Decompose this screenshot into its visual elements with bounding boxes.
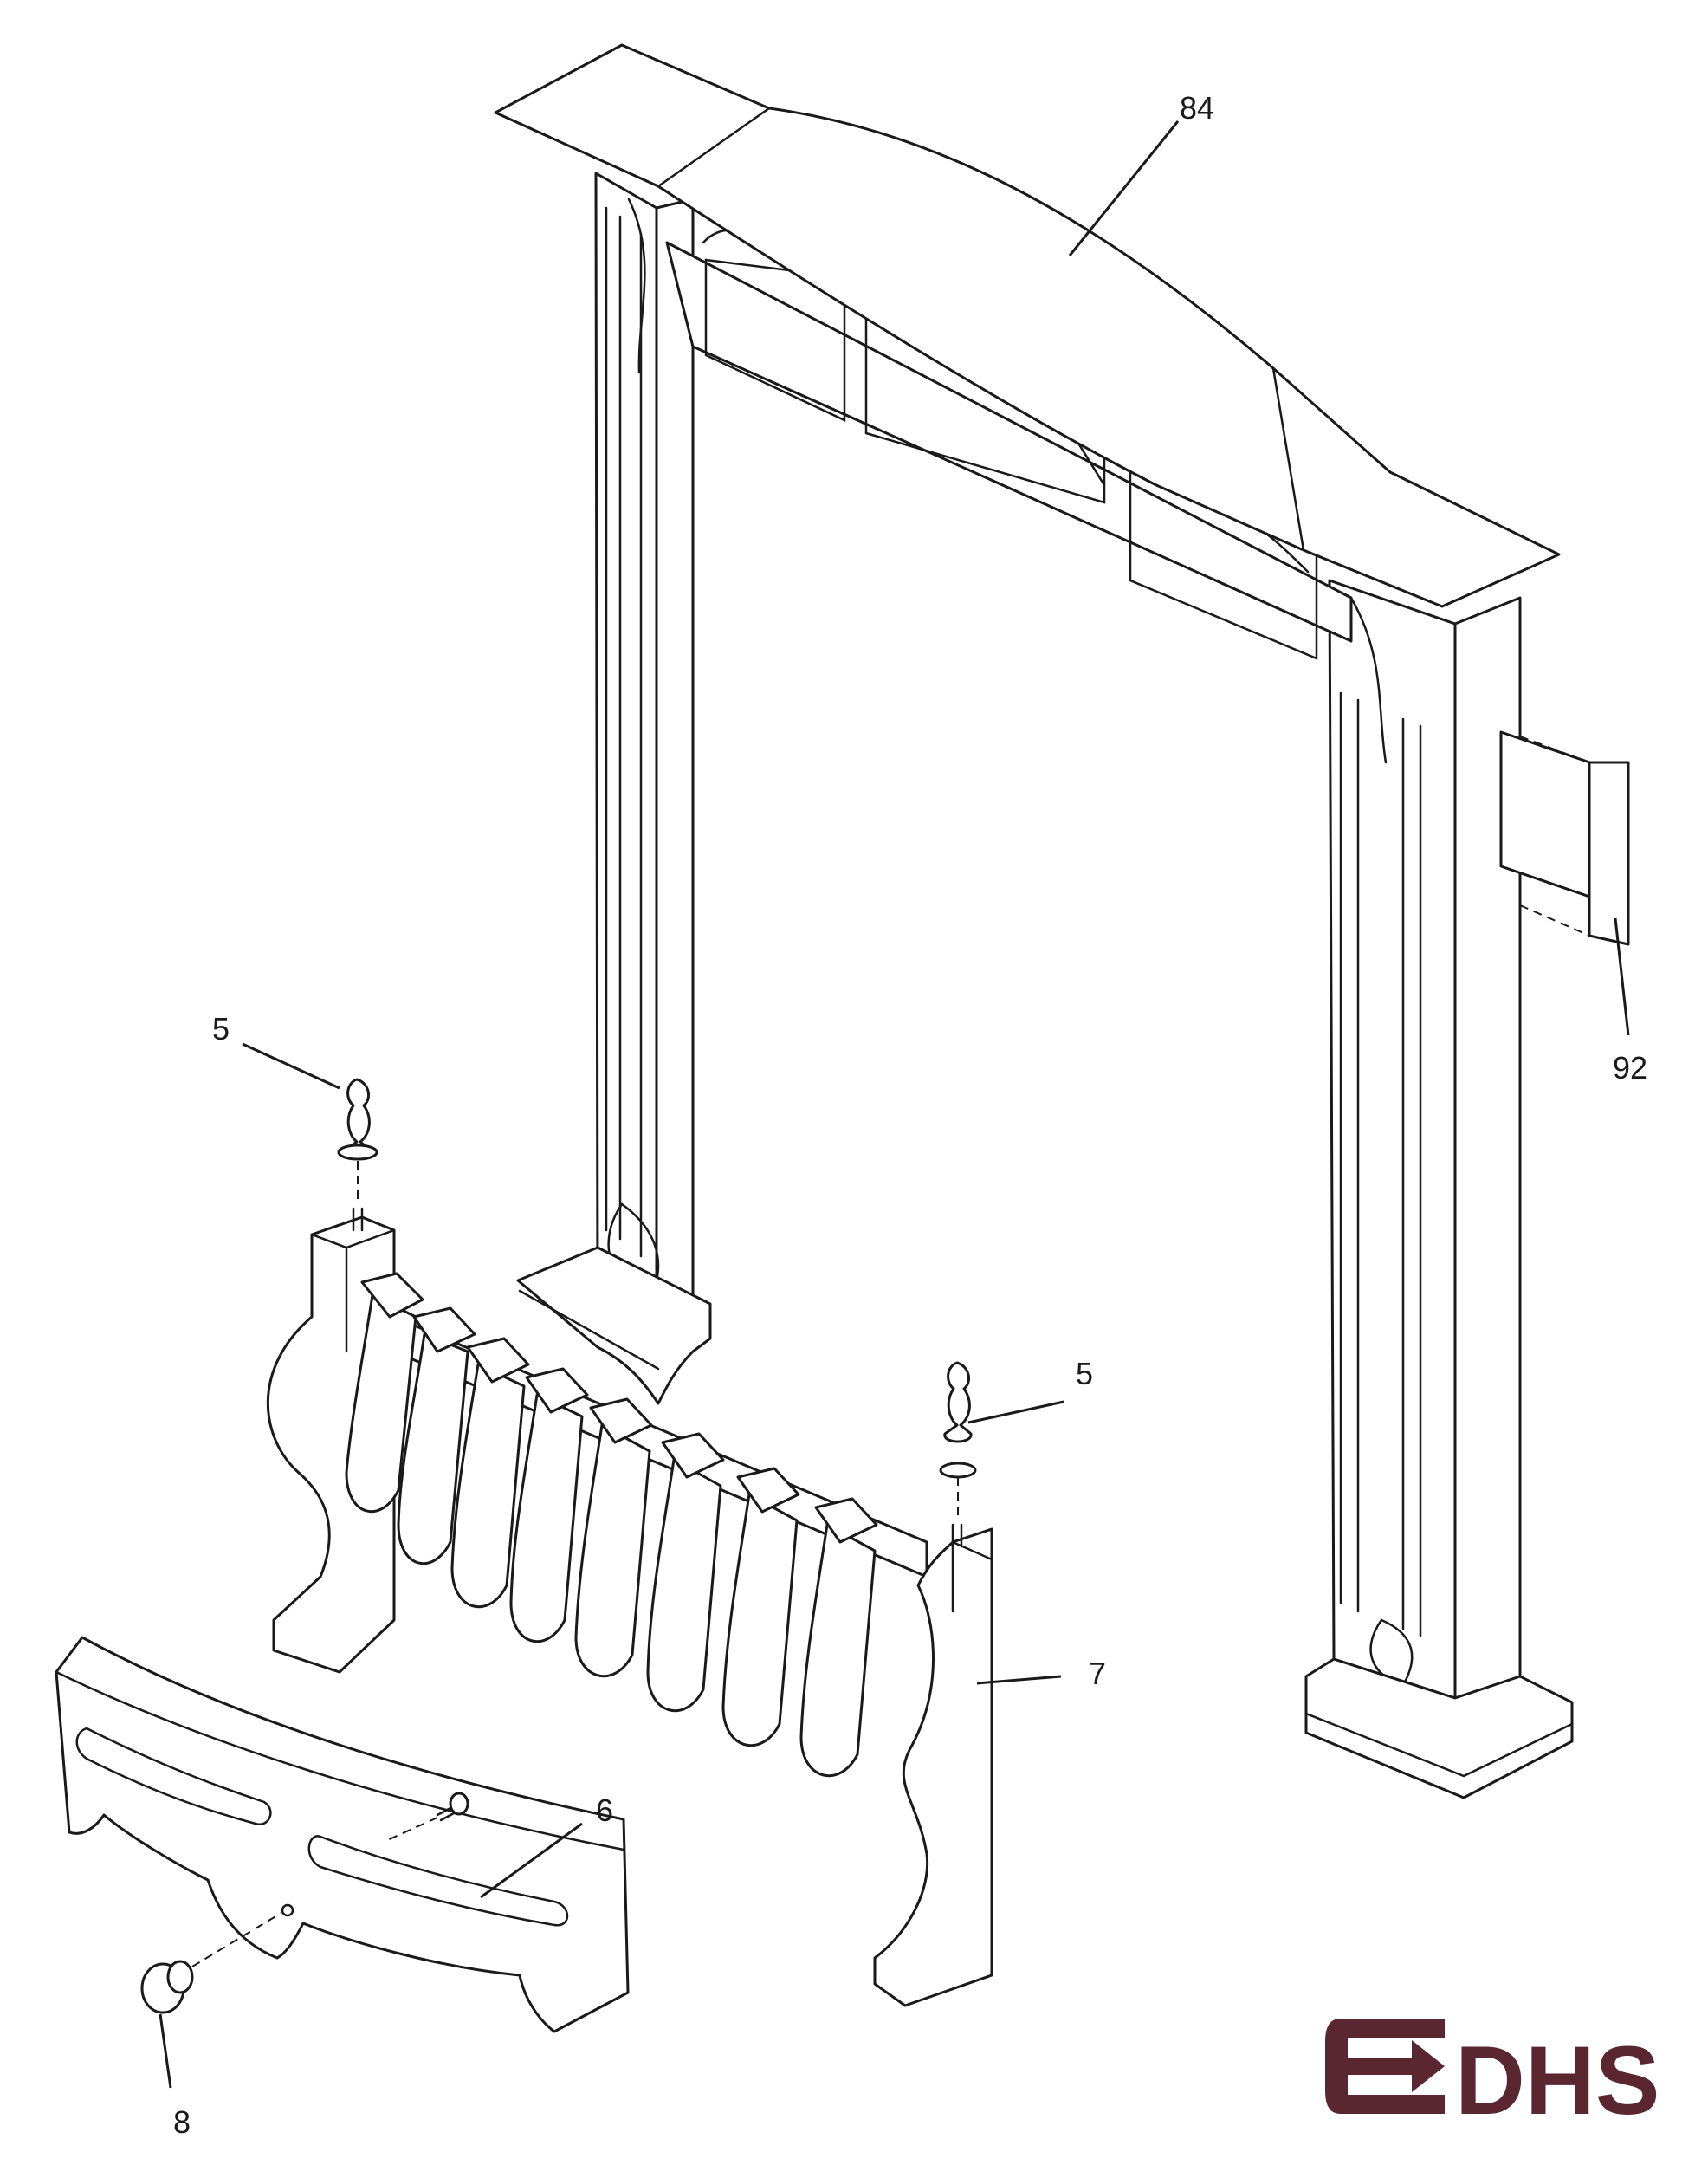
callout-5-left: 5 [212,1011,230,1047]
logo-arrow-mark [1334,2040,1445,2092]
callout-8: 8 [173,2104,191,2140]
logo-bracket-mark [1325,2019,1445,2114]
leader-5-right [967,1400,1064,1424]
logo-text: DHS [1455,2026,1659,2135]
leader-7 [976,1675,1062,1685]
knob [140,1912,282,2014]
screw [385,1792,469,1842]
leader-8 [159,2013,172,2089]
leader-92 [1614,917,1630,1036]
callout-7: 7 [1089,1656,1106,1691]
leader-6 [480,1822,583,1899]
callout-92: 92 [1613,1050,1647,1086]
finial-right [939,1361,977,1548]
wall-bracket [1499,730,1630,946]
finial-left [337,1078,378,1232]
fire-fret [266,1215,993,2007]
callout-84: 84 [1180,90,1214,126]
leader-84 [1068,120,1180,256]
ashpan-cover [55,1636,630,2033]
dhs-logo: DHS [1325,2019,1659,2135]
mantel-surround [494,43,1574,1799]
leader-5-left [242,1042,340,1090]
callout-6: 6 [596,1792,613,1828]
callout-5-right: 5 [1076,1356,1093,1391]
